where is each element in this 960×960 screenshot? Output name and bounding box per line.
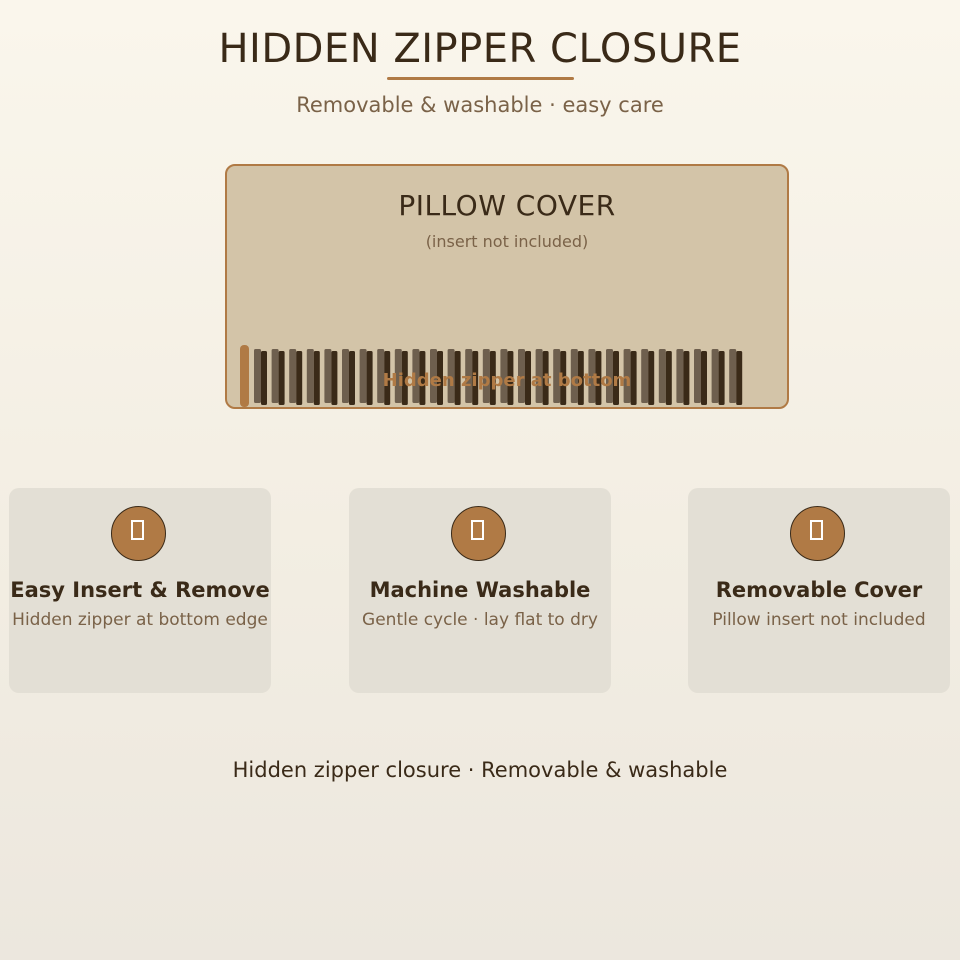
zipper-tooth [349,351,355,405]
zipper-tooth [711,349,719,403]
feature-description: Gentle cycle · lay flat to dry [362,610,598,630]
document-icon [451,506,506,561]
zipper-tooth [465,349,473,403]
page-subtitle: Removable & washable · easy care [296,93,664,117]
zipper-tooth [289,349,297,403]
zipper-tooth [254,349,261,403]
pillow-subtitle: (insert not included) [425,232,589,251]
zipper-tooth [306,349,314,403]
feature-title: Removable Cover [715,578,923,602]
zipper-tooth [606,349,613,403]
zipper-label: Hidden zipper at bottom [382,370,632,391]
pillow-title: PILLOW COVER [398,189,616,222]
zipper-tooth [665,351,672,405]
zipper-tooth [553,349,561,403]
zipper-tooth [366,351,373,405]
zipper-tooth [525,351,531,405]
zipper-tooth [683,351,690,405]
zipper-tooth [658,349,666,403]
zipper-tooth [359,349,367,403]
zipper-tooth [595,351,602,405]
zipper-tooth [261,351,267,405]
pillow-cover-illustration: PILLOW COVER (insert not included) Hidde… [225,164,789,409]
zipper-tooth [278,351,285,405]
feature-title: Machine Washable [369,578,591,602]
document-icon [790,506,845,561]
zipper-tooth [701,351,707,405]
zipper-tooth [535,349,543,403]
zipper-tooth [729,349,737,403]
zipper-tooth [588,349,596,403]
zipper-tooth [377,349,385,403]
zipper-tooth [623,349,631,403]
zipper-tooth [694,349,701,403]
zipper-tooth [560,351,567,405]
zipper-teeth [254,349,743,405]
zipper-tooth [384,351,391,405]
zipper-tooth [271,349,279,403]
footer-caption: Hidden zipper closure · Removable & wash… [232,758,728,782]
zipper-tooth [342,349,349,403]
zipper-tooth [331,351,338,405]
zipper-tooth [296,351,303,405]
document-icon [111,506,166,561]
zipper-tooth [482,349,490,403]
zipper-tooth [313,351,320,405]
zipper-tooth [454,351,461,405]
zipper-tooth [518,349,525,403]
zipper-tooth [718,351,725,405]
zipper-tooth [430,349,437,403]
zipper-tooth [419,351,426,405]
zipper-tooth [641,349,649,403]
title-underline [387,77,574,80]
zipper-tooth [401,351,408,405]
feature-description: Pillow insert not included [712,610,926,630]
zipper-pull [240,345,249,407]
zipper-tooth [447,349,455,403]
feature-title: Easy Insert & Remove [10,578,270,602]
page-title: HIDDEN ZIPPER CLOSURE [218,26,742,72]
zipper-tooth [736,351,743,405]
zipper-tooth [648,351,655,405]
zipper-tooth [437,351,443,405]
feature-card-machine-washable: Machine Washable Gentle cycle · lay flat… [349,488,611,693]
zipper-tooth [676,349,684,403]
zipper-tooth [570,349,578,403]
feature-description: Hidden zipper at bottom edge [12,610,268,630]
zipper-tooth [394,349,402,403]
zipper-tooth [412,349,420,403]
zipper-tooth [489,351,496,405]
zipper-tooth [613,351,619,405]
zipper-tooth [577,351,584,405]
zipper-tooth [542,351,549,405]
zipper-tooth [630,351,637,405]
feature-card-easy-insert: Easy Insert & Remove Hidden zipper at bo… [9,488,271,693]
zipper-tooth [324,349,332,403]
zipper-tooth [500,349,508,403]
zipper-tooth [472,351,479,405]
zipper-tooth [507,351,514,405]
feature-card-removable-cover: Removable Cover Pillow insert not includ… [688,488,950,693]
